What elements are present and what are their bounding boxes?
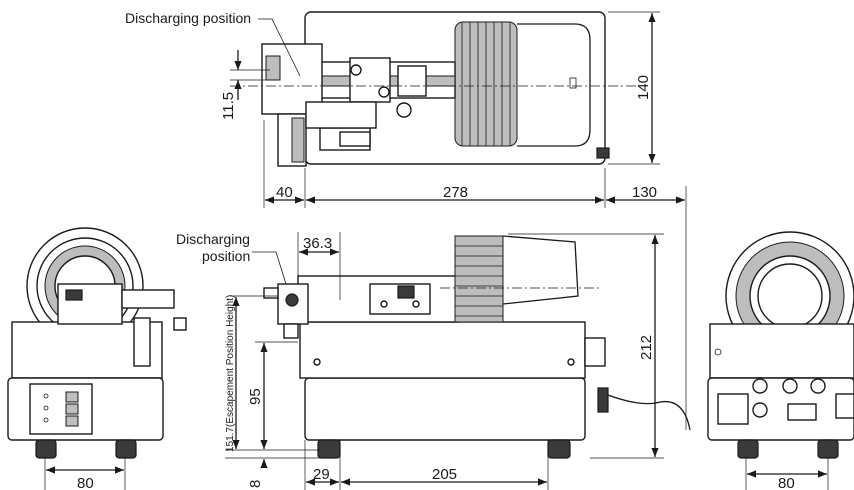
front-housing (299, 321, 586, 379)
top-drum-ribs (461, 22, 511, 146)
left-button-3 (65, 415, 79, 427)
front-side-box (584, 337, 606, 367)
front-drum-ribs (455, 245, 503, 317)
left-side-view: 80 (7, 227, 187, 490)
front-foot-left (317, 439, 341, 459)
left-button-2 (65, 403, 79, 415)
dim-212: 212 (638, 335, 655, 360)
front-discharging-label-2: position (202, 248, 250, 264)
right-housing (709, 323, 854, 379)
right-connector-3 (810, 378, 826, 394)
right-power-inlet (717, 393, 749, 425)
right-side-view: 80 (707, 231, 854, 490)
top-discharging-label: Discharging position (125, 10, 251, 26)
left-foot-b (115, 439, 137, 459)
dim-8: 8 (247, 480, 264, 488)
front-cable-gland (597, 387, 609, 413)
left-arm (121, 289, 175, 309)
right-foot-b (817, 439, 839, 459)
dim-11-5: 11.5 (220, 92, 237, 120)
dim-40: 40 (276, 184, 293, 201)
front-view: Discharging position 36.3 212 151.7(Esca… (176, 231, 691, 490)
top-escapement-gate (265, 55, 281, 81)
dim-140: 140 (635, 75, 652, 100)
front-discharge-stub (283, 323, 299, 339)
top-view: Discharging position 11.5 140 40 278 130 (125, 10, 687, 430)
right-serial-port (787, 403, 817, 421)
dim-80-right: 80 (778, 475, 795, 490)
left-control-panel (29, 383, 93, 435)
top-cylinder-rod (339, 131, 371, 147)
dim-278: 278 (443, 184, 468, 201)
top-knob (396, 102, 412, 118)
dim-80-left: 80 (77, 475, 94, 490)
left-button-1 (65, 391, 79, 403)
top-drum-cap (517, 23, 591, 147)
left-bracket (133, 317, 151, 367)
dim-130: 130 (632, 184, 657, 201)
front-cable (599, 391, 691, 431)
top-screw-1 (350, 64, 362, 76)
top-lower-rib (291, 117, 305, 163)
dim-36-3: 36.3 (303, 235, 332, 252)
front-drum-cap (502, 235, 579, 305)
top-cap-tab (569, 77, 577, 89)
dim-95: 95 (247, 388, 264, 405)
left-clamp (65, 289, 83, 301)
right-connector-2 (782, 378, 798, 394)
dim-205: 205 (432, 466, 457, 483)
front-discharging-label-1: Discharging (176, 231, 250, 247)
front-clamp (397, 285, 415, 299)
front-base (304, 377, 586, 441)
left-foot-a (35, 439, 57, 459)
top-bracket (305, 101, 377, 129)
front-discharge-nozzle (263, 287, 279, 299)
top-foot (596, 147, 610, 159)
top-block-b (397, 65, 427, 97)
front-drum (454, 235, 504, 323)
dim-29: 29 (313, 466, 330, 483)
dim-151-7-label: 151.7(Escapement Position Height) (225, 295, 236, 452)
top-screw-2 (378, 86, 390, 98)
right-foot-a (737, 439, 759, 459)
front-discharging-leader (252, 251, 287, 285)
right-switch (835, 393, 854, 419)
right-connector-1 (752, 378, 768, 394)
right-drum-inner (757, 263, 823, 329)
front-foot-right (547, 439, 571, 459)
left-tab (173, 317, 187, 331)
right-fuse (752, 402, 768, 418)
top-discharging-leader (258, 18, 301, 77)
